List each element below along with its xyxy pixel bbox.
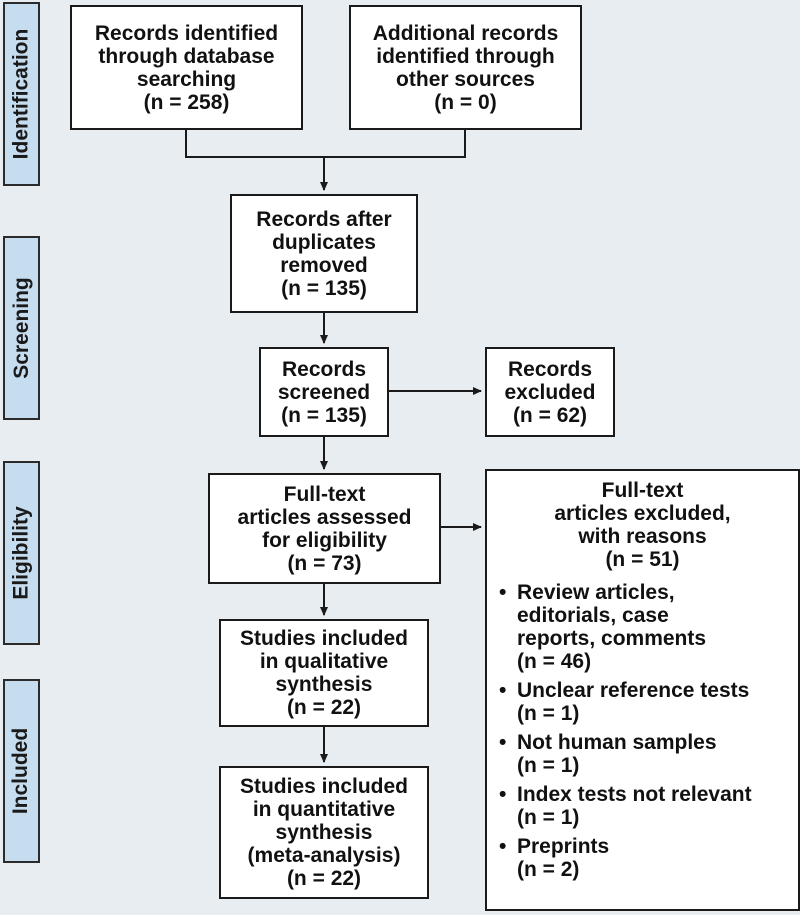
phase-label-identification: Identification [3,2,40,186]
box-text-line: (n = 135) [281,276,367,300]
box-text-line: (n = 22) [286,867,362,890]
box-text-line: (n = 62) [512,403,588,427]
reason-text-line: Preprints [517,835,610,858]
box-text-line: articles assessed [237,505,412,529]
heading-text-line: (n = 51) [605,548,680,571]
heading-text-line: Full-text [601,479,684,502]
reason-text-line: Review articles, [517,581,675,604]
box-text-line: Records after [256,207,392,231]
box-text-line: (n = 73) [287,551,362,575]
bullet-icon: • [499,783,507,806]
exclusion-reason-item: • Not human samples(n = 1) [499,731,798,777]
bullet-icon: • [499,679,507,702]
reason-text-line: (n = 1) [517,702,580,725]
box-text-line: removed [280,253,368,277]
heading-text-line: with reasons [578,525,707,548]
bullet-icon: • [499,581,507,604]
box-text-line: Records [507,357,593,381]
exclusion-reason-item: • Unclear reference tests(n = 1) [499,679,798,725]
box-text-line: synthesis [275,821,373,844]
box-text-line: Studies included [239,775,409,798]
box-text-line: (n = 258) [143,90,230,114]
box-text-line: identified through [376,44,555,68]
phase-label-eligibility: Eligibility [3,461,40,645]
box-text-line: duplicates [272,230,376,254]
phase-label-included: Included [3,679,40,863]
reason-text-line: (n = 46) [517,650,592,673]
reason-text-line: (n = 2) [517,858,580,881]
reason-text-line: Not human samples [517,731,717,754]
reason-text-line: (n = 1) [517,806,580,829]
reason-text-line: (n = 1) [517,754,580,777]
phase-label-screening: Screening [3,236,40,420]
reason-text-line: Index tests not relevant [517,783,752,806]
connector-other-to-merge [324,130,466,158]
exclusion-reason-item: • Preprints(n = 2) [499,835,798,881]
box-text-line: for eligibility [262,528,387,552]
box-text-line: excluded [504,380,596,404]
box-text-line: (n = 22) [286,696,362,719]
box-text-line: in quantitative [252,798,396,821]
bullet-icon: • [499,731,507,754]
box-text-line: screened [277,380,371,404]
box-text-line: (n = 0) [434,90,497,114]
box-text-line: through database [98,44,275,68]
box-text-line: Additional records [372,21,559,45]
box-text-line: Studies included [239,627,409,650]
box-text-line: Records [281,357,367,381]
reason-text-line: reports, comments [517,627,707,650]
exclusion-reason-item: • Index tests not relevant(n = 1) [499,783,798,829]
connector-db-to-merge [185,130,324,158]
reason-text-line: editorials, case [517,604,669,627]
box-text-line: (n = 135) [281,403,367,427]
box-text-line: searching [136,67,237,91]
heading-text-line: articles excluded, [554,502,731,525]
box-text-line: (meta-analysis) [247,844,401,867]
box-text-line: synthesis [275,673,373,696]
bullet-icon: • [499,835,507,858]
box-text-line: Records identified [94,21,279,45]
reason-text-line: Unclear reference tests [517,679,750,702]
box-text-line: Full-text [283,482,366,506]
box-text-line: in qualitative [259,650,389,673]
box-text-line: other sources [396,67,535,91]
